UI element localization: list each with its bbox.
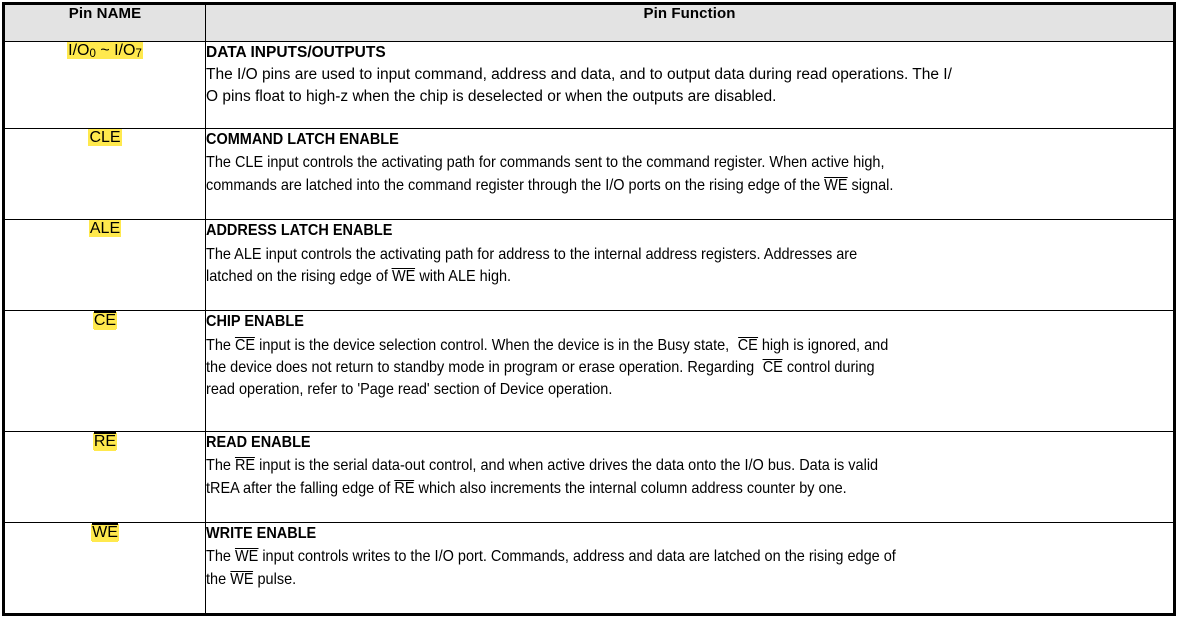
pin-function-cell: COMMAND LATCH ENABLE The CLE input contr…	[205, 128, 1174, 221]
table-header-row: Pin NAME Pin Function	[4, 4, 1174, 42]
table-row: WE WRITE ENABLE The WE input controls wr…	[4, 521, 1174, 615]
pin-name-highlight: WE	[91, 522, 119, 542]
pin-function-cell: READ ENABLE The RE input is the serial d…	[205, 430, 1174, 523]
function-title: WRITE ENABLE	[206, 524, 317, 542]
overline-pin-name: WE	[92, 522, 118, 542]
function-title: COMMAND LATCH ENABLE	[206, 131, 399, 149]
overline-pin-name: RE	[93, 431, 117, 451]
function-body: The RE input is the serial data-out cont…	[206, 457, 879, 497]
pin-function-cell: WRITE ENABLE The WE input controls write…	[205, 521, 1174, 615]
pin-name-highlight: RE	[92, 431, 118, 451]
pin-name-highlight: CE	[92, 311, 118, 331]
function-body: The I/O pins are used to input command, …	[206, 66, 952, 105]
function-title: CHIP ENABLE	[206, 313, 304, 331]
pin-function-cell: CHIP ENABLE The CE input is the device s…	[205, 310, 1174, 432]
table-row: RE READ ENABLE The RE input is the seria…	[4, 430, 1174, 523]
overline-signal: WE	[234, 548, 259, 566]
overline-pin-name: CE	[93, 311, 117, 331]
function-body: The WE input controls writes to the I/O …	[206, 548, 896, 588]
overline-signal: CE	[234, 336, 256, 354]
pin-name-cell: RE	[4, 430, 206, 523]
pin-name-cell: I/O0 ~ I/O7	[4, 40, 206, 130]
overline-signal: RE	[394, 479, 415, 497]
pin-name-cell: CLE	[4, 128, 206, 221]
overline-signal: WE	[230, 570, 254, 588]
pin-name-highlight: CLE	[88, 129, 122, 147]
overline-signal: CE	[737, 336, 758, 354]
table-row: CE CHIP ENABLE The CE input is the devic…	[4, 310, 1174, 432]
overline-signal: CE	[762, 359, 783, 376]
table-row: I/O0 ~ I/O7 DATA INPUTS/OUTPUTS The I/O …	[4, 40, 1174, 130]
pin-name-highlight: I/O0 ~ I/O7	[67, 42, 143, 60]
column-header-pin-function: Pin Function	[205, 4, 1174, 42]
function-body: The CE input is the device selection con…	[206, 336, 889, 399]
function-title: DATA INPUTS/OUTPUTS	[206, 44, 386, 61]
pin-name-cell: WE	[4, 521, 206, 615]
overline-signal: WE	[391, 267, 416, 285]
table-row: ALE ADDRESS LATCH ENABLE The ALE input c…	[4, 219, 1174, 312]
table-row: CLE COMMAND LATCH ENABLE The CLE input c…	[4, 128, 1174, 221]
function-title: READ ENABLE	[206, 433, 311, 451]
function-body: The ALE input controls the activating pa…	[206, 245, 858, 285]
function-title: ADDRESS LATCH ENABLE	[206, 222, 393, 240]
function-body: The CLE input controls the activating pa…	[206, 154, 894, 194]
pin-function-cell: ADDRESS LATCH ENABLE The ALE input contr…	[205, 219, 1174, 312]
pin-name-cell: CE	[4, 310, 206, 432]
overline-signal: RE	[234, 457, 256, 475]
overline-signal: WE	[824, 176, 848, 194]
pin-name-cell: ALE	[4, 219, 206, 312]
pin-function-cell: DATA INPUTS/OUTPUTS The I/O pins are use…	[205, 40, 1174, 130]
pin-table: Pin NAME Pin Function I/O0 ~ I/O7 DATA I…	[4, 4, 1174, 615]
pin-name-highlight: ALE	[88, 220, 122, 238]
column-header-pin-name: Pin NAME	[4, 4, 206, 42]
